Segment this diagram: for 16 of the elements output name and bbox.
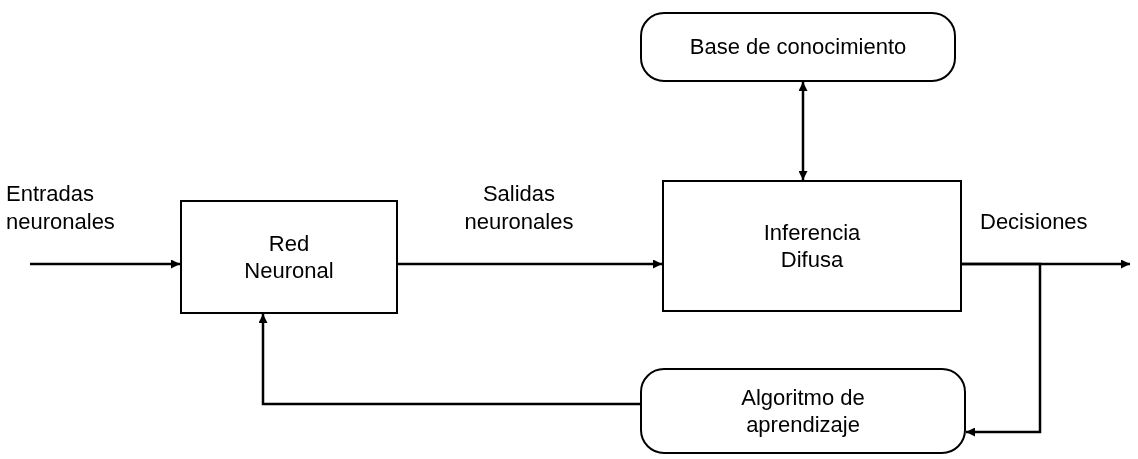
node-label: Red Neuronal [243, 229, 335, 285]
process-box [180, 200, 398, 314]
arrow [962, 262, 1042, 437]
rounded-box [640, 12, 956, 82]
node-label: Inferencia Difusa [762, 218, 862, 274]
arrow [798, 82, 808, 180]
edge-label: Entradas neuronales [6, 180, 116, 235]
node-label: Base de conocimiento [688, 33, 908, 61]
arrow [30, 259, 180, 269]
node-label: Algoritmo de aprendizaje [740, 383, 866, 439]
edge-label: Decisiones [980, 208, 1089, 236]
arrow [258, 314, 640, 406]
rounded-box [640, 368, 966, 454]
arrow [398, 259, 662, 269]
process-box [662, 180, 962, 312]
edge-label: Salidas neuronales [463, 180, 575, 235]
